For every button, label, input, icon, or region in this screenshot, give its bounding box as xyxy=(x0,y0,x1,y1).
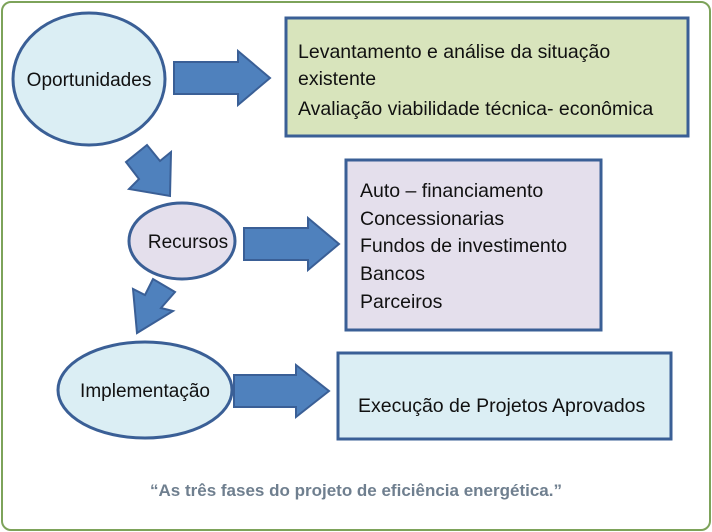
arrow-right-1 xyxy=(173,48,272,108)
arrow-down-2 xyxy=(131,277,177,335)
recursos-label: Recursos xyxy=(148,232,228,253)
oportunidades-details-box xyxy=(284,16,690,138)
oportunidades-ellipse xyxy=(11,11,167,147)
oportunidades-label: Oportunidades xyxy=(27,70,152,91)
oportunidades-detail-2: existente xyxy=(298,68,376,90)
arrow-right-2 xyxy=(243,215,341,273)
figure-caption: “As três fases do projeto de eficiência … xyxy=(150,481,562,500)
recursos-ellipse xyxy=(127,201,237,281)
implementacao-label: Implementação xyxy=(80,381,210,402)
recursos-detail-4: Bancos xyxy=(360,263,425,285)
implementacao-details-box xyxy=(336,351,673,441)
implementacao-detail-1: Execução de Projetos Aprovados xyxy=(358,395,646,417)
recursos-detail-1: Auto – financiamento xyxy=(360,180,543,202)
recursos-detail-3: Fundos de investimento xyxy=(360,235,567,257)
oportunidades-detail-1: Levantamento e análise da situação xyxy=(298,41,610,63)
recursos-details-box xyxy=(344,158,603,332)
implementacao-ellipse xyxy=(56,340,234,440)
arrow-right-3 xyxy=(233,362,331,420)
arrow-down-1 xyxy=(124,143,173,198)
recursos-detail-5: Parceiros xyxy=(360,291,443,313)
oportunidades-detail-3: Avaliação viabilidade técnica- econômica xyxy=(298,98,653,120)
recursos-detail-2: Concessionarias xyxy=(360,208,504,230)
